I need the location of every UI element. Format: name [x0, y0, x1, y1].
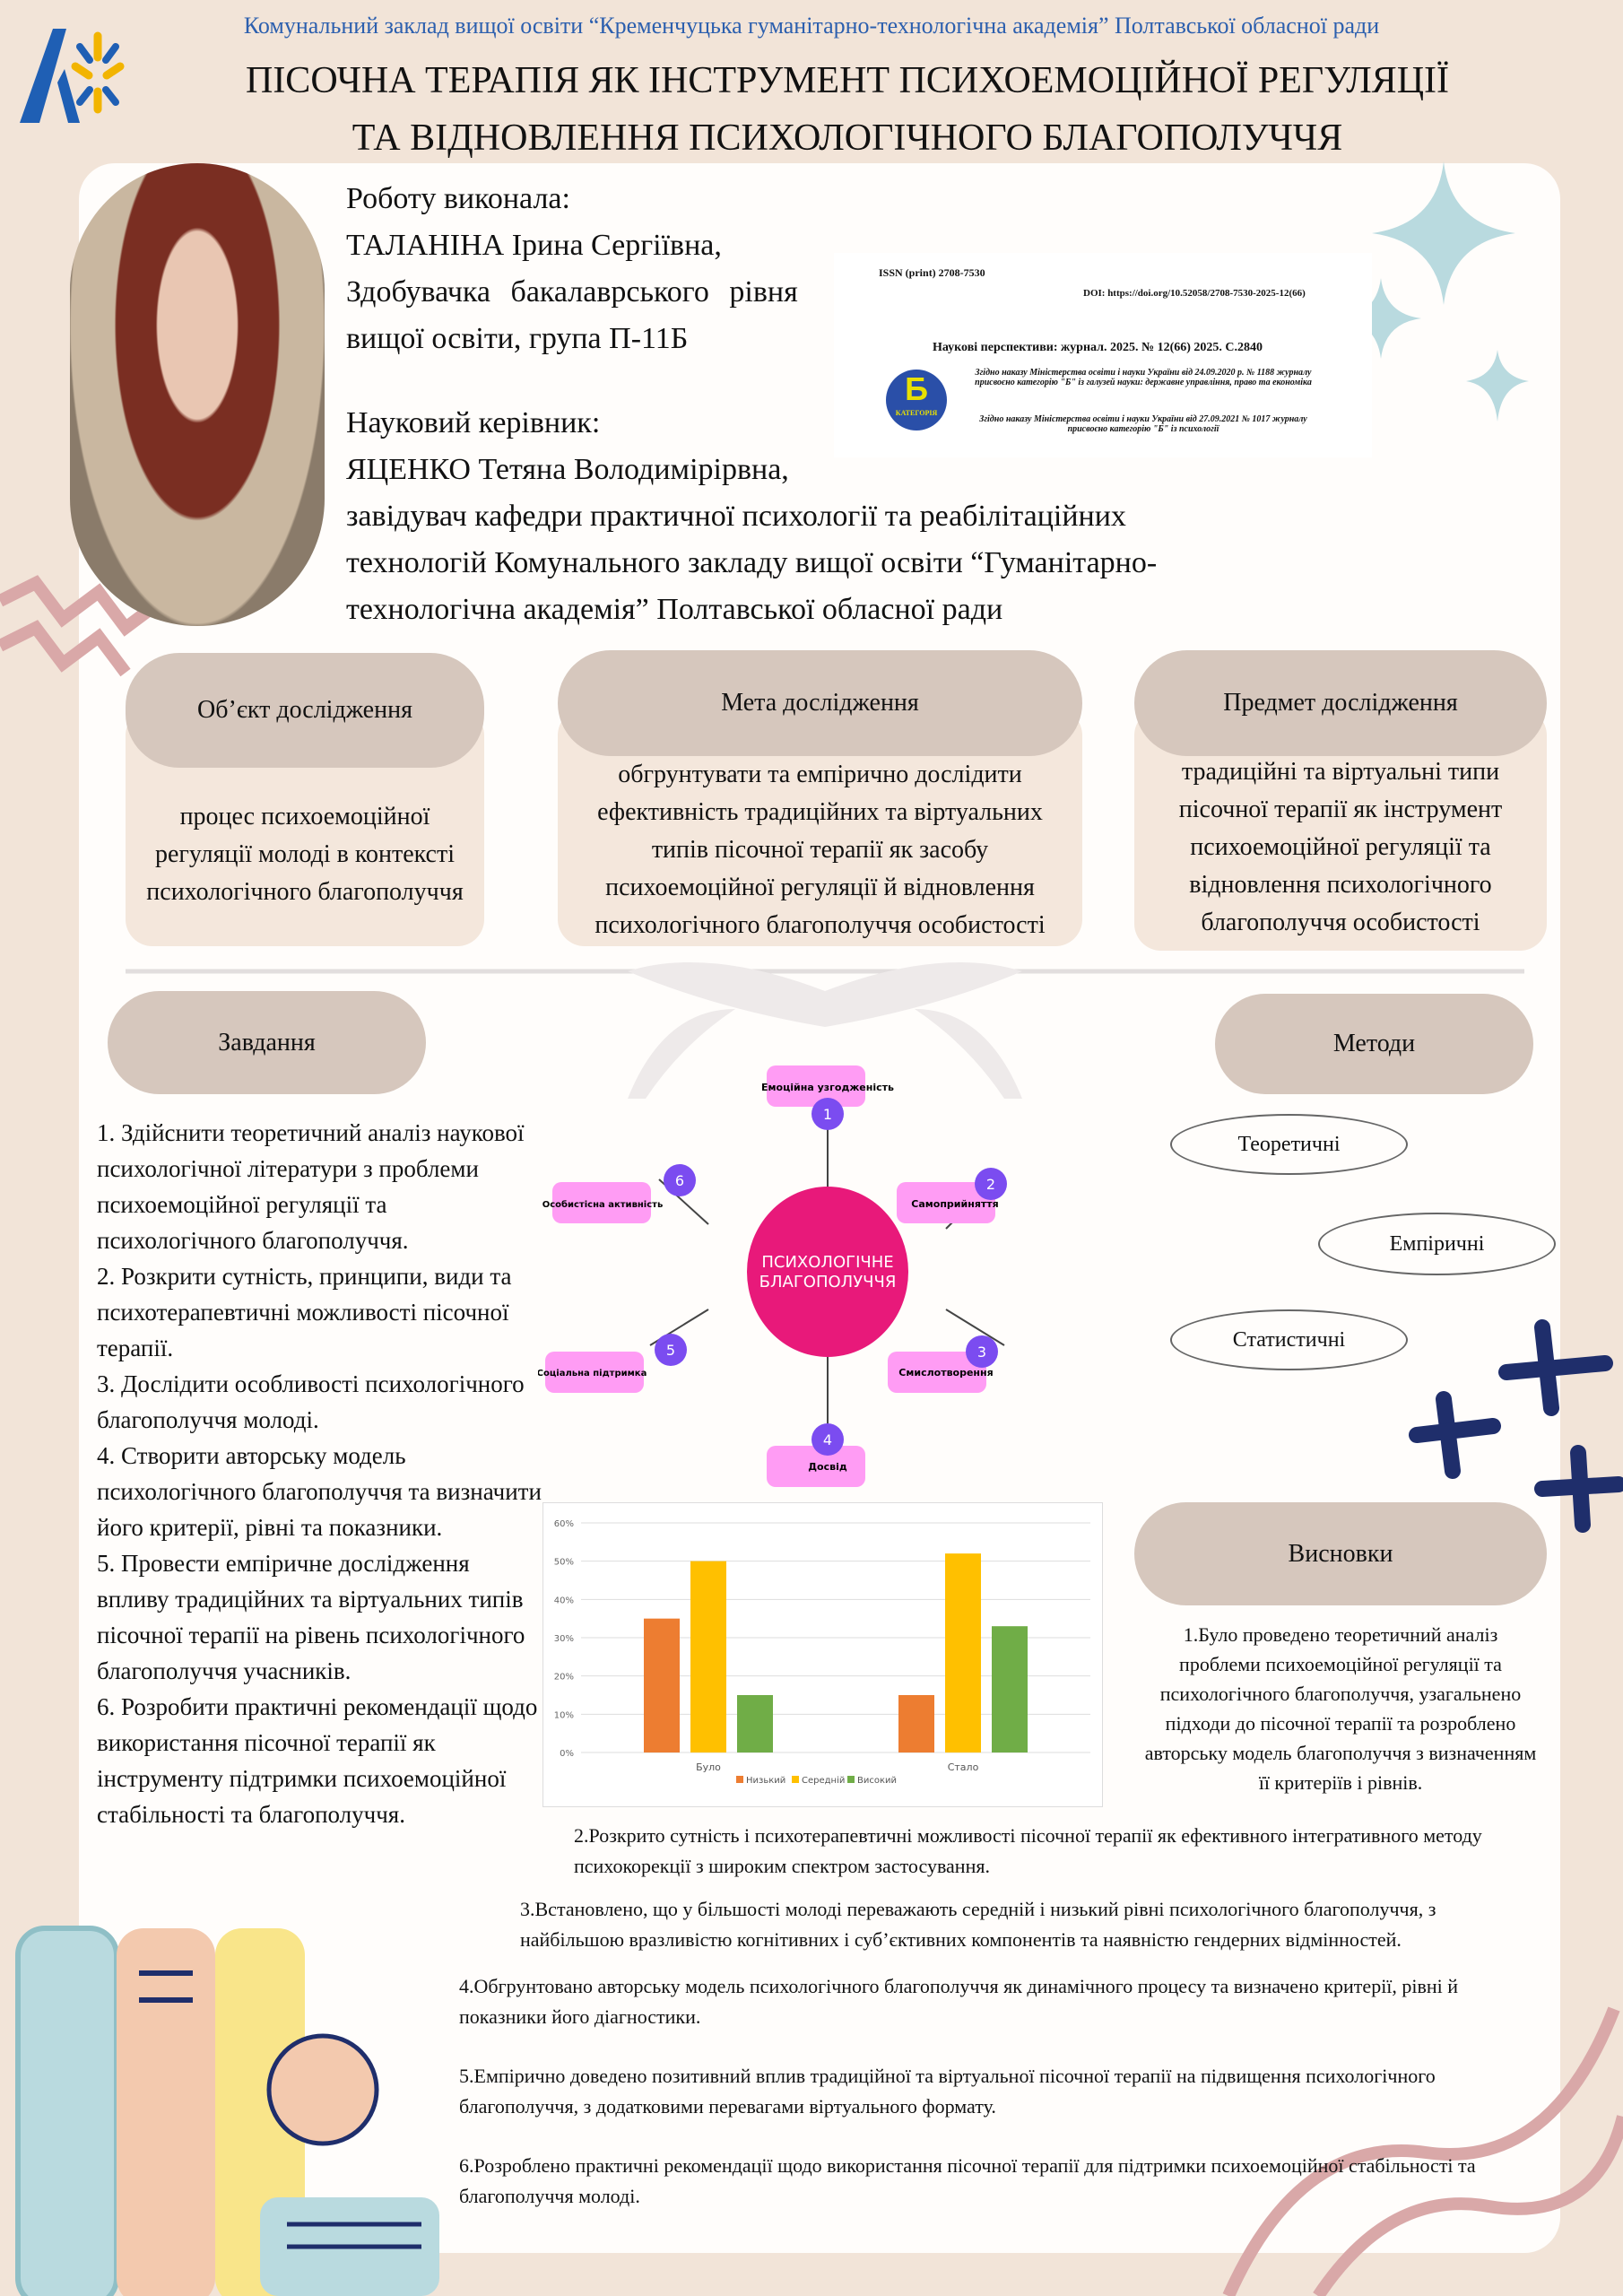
center-node [747, 1187, 908, 1357]
method-theoretical: Теоретичні [1170, 1114, 1408, 1175]
task-item: 1. Здійснити теоретичний аналіз наукової… [97, 1119, 525, 1254]
methods-heading: Методи [1215, 994, 1533, 1094]
method-empirical: Емпіричні [1318, 1213, 1556, 1275]
y-tick-label: 30% [554, 1634, 574, 1644]
academy-logo [20, 29, 125, 123]
supervisor-block: Науковий керівник: ЯЦЕНКО Тетяна Володим… [346, 400, 1288, 633]
task-item: 2. Розкрити сутність, принципи, види та … [97, 1263, 512, 1361]
node-number: 3 [977, 1344, 986, 1361]
conclusion-item: 5.Емпірично доведено позитивний вплив тр… [459, 2065, 1436, 2118]
category-badge: Б КАТЕГОРІЯ [886, 370, 947, 430]
poster-title-line2: ТА ВІДНОВЛЕННЯ ПСИХОЛОГІЧНОГО БЛАГОПОЛУЧ… [352, 117, 1343, 159]
y-tick-label: 60% [554, 1519, 574, 1529]
node-label: Досвід [808, 1461, 847, 1473]
legend-label: Низький [746, 1776, 785, 1786]
node-number: 6 [675, 1172, 684, 1189]
author-role: Здобувачка бакалаврського рівня [346, 275, 798, 309]
supervisor-role: технологічна академія” Полтавської облас… [346, 593, 1003, 626]
ministry-order-2: Згідно наказу Міністерства освіти і наук… [979, 414, 1307, 434]
author-group: вищої освіти, група П-11Б [346, 322, 689, 355]
y-tick-label: 50% [554, 1558, 574, 1568]
node-label: Емоційна узгодженість [761, 1082, 894, 1093]
node-label: Самоприйняття [911, 1198, 998, 1210]
bar-Високий [737, 1695, 773, 1752]
y-tick-label: 10% [554, 1710, 574, 1720]
journal-citation: Наукові перспективи: журнал. 2025. № 12(… [933, 341, 1263, 354]
bar-Середній [690, 1561, 726, 1752]
legend-swatch [736, 1776, 743, 1783]
bar-Низький [644, 1618, 680, 1752]
conclusion-item: 4.Обгрунтовано авторську модель психолог… [459, 1975, 1459, 2028]
author-label: Роботу виконала: [346, 182, 570, 215]
doi: DOI: https://doi.org/10.52058/2708-7530-… [1083, 288, 1306, 299]
node-number: 2 [986, 1176, 995, 1193]
poster-title-line1: ПІСОЧНА ТЕРАПІЯ ЯК ІНСТРУМЕНТ ПСИХОЕМОЦІ… [245, 60, 1449, 101]
node-label: Соціальна підтримка [538, 1369, 647, 1378]
method-statistical: Статистичні [1170, 1309, 1408, 1370]
legend-swatch [792, 1776, 799, 1783]
ornament-divider [126, 961, 1524, 1099]
badge-letter: Б [905, 370, 928, 407]
cross-decoration [1409, 1319, 1623, 1533]
author-photo [70, 163, 325, 626]
tasks-list: 1. Здійснити теоретичний аналіз наукової… [97, 1115, 545, 1832]
wellbeing-diagram: ПСИХОЛОГІЧНЕ БЛАГОПОЛУЧЧЯ Емоційна узгод… [538, 1065, 1007, 1487]
node-label: Особистісна активність [542, 1199, 664, 1210]
bar-Низький [898, 1695, 934, 1752]
badge-label: КАТЕГОРІЯ [895, 409, 938, 417]
author-block: Роботу виконала: ТАЛАНІНА Ірина Сергіївн… [346, 176, 798, 362]
node-number: 5 [666, 1342, 675, 1359]
conclusion-item: 3.Встановлено, що у більшості молоді пер… [520, 1898, 1436, 1951]
conclusion-item: 1.Було проведено теоретичний аналіз проб… [1144, 1623, 1537, 1794]
supervisor-label: Науковий керівник: [346, 406, 601, 439]
center-label: ПСИХОЛОГІЧНЕ [761, 1253, 893, 1272]
task-item: 3. Дослідити особливості психологічного … [97, 1370, 525, 1433]
journal-info: ISSN (print) 2708-7530 DOI: https://doi.… [834, 253, 1372, 457]
object-heading: Об’єкт дослідження [126, 653, 484, 768]
conclusions-heading: Висновки [1134, 1502, 1547, 1605]
institution-name: Комунальний заклад вищої освіти “Кременч… [243, 13, 1380, 39]
node-number: 4 [823, 1431, 832, 1448]
y-tick-label: 40% [554, 1596, 574, 1605]
y-tick-label: 20% [554, 1673, 574, 1683]
x-tick-label: Стало [948, 1761, 979, 1773]
task-item: 4. Створити авторську модель психологічн… [97, 1442, 542, 1541]
tasks-heading: Завдання [108, 991, 426, 1094]
y-tick-label: 0% [560, 1749, 574, 1759]
legend-swatch [847, 1776, 855, 1783]
bar-Високий [992, 1626, 1028, 1752]
supervisor-role: завідувач кафедри практичної психології … [346, 500, 1126, 533]
goal-heading: Мета дослідження [558, 650, 1082, 756]
center-label: БЛАГОПОЛУЧЧЯ [759, 1273, 897, 1292]
legend-label: Високий [857, 1776, 897, 1786]
x-tick-label: Було [696, 1761, 721, 1773]
node-label: Смислотворення [898, 1367, 993, 1378]
wave-decoration [1222, 2006, 1623, 2296]
supervisor-name: ЯЦЕНКО Тетяна Володимірірвна, [346, 453, 789, 486]
subject-heading: Предмет дослідження [1134, 650, 1547, 756]
task-item: 6. Розробити практичні рекомендації щодо… [97, 1693, 538, 1828]
author-name: ТАЛАНІНА Ірина Сергіївна, [346, 229, 722, 262]
ministry-order-1: Згідно наказу Міністерства освіти і наук… [975, 368, 1312, 387]
bar-Середній [945, 1553, 981, 1752]
issn: ISSN (print) 2708-7530 [879, 266, 985, 279]
task-item: 5. Провести емпіричне дослідження впливу… [97, 1550, 525, 1684]
books-apple-illustration [15, 1926, 439, 2296]
zigzag-decoration [0, 575, 166, 677]
sparkle-decoration [1341, 161, 1529, 422]
supervisor-role: технологій Комунального закладу вищої ос… [346, 546, 1158, 579]
conclusion-item: 2.Розкрито сутність і психотерапевтичні … [574, 1824, 1482, 1877]
legend-label: Середній [802, 1775, 845, 1786]
conclusion-item: 6.Розроблено практичні рекомендації щодо… [459, 2154, 1476, 2207]
node-number: 1 [823, 1106, 832, 1123]
